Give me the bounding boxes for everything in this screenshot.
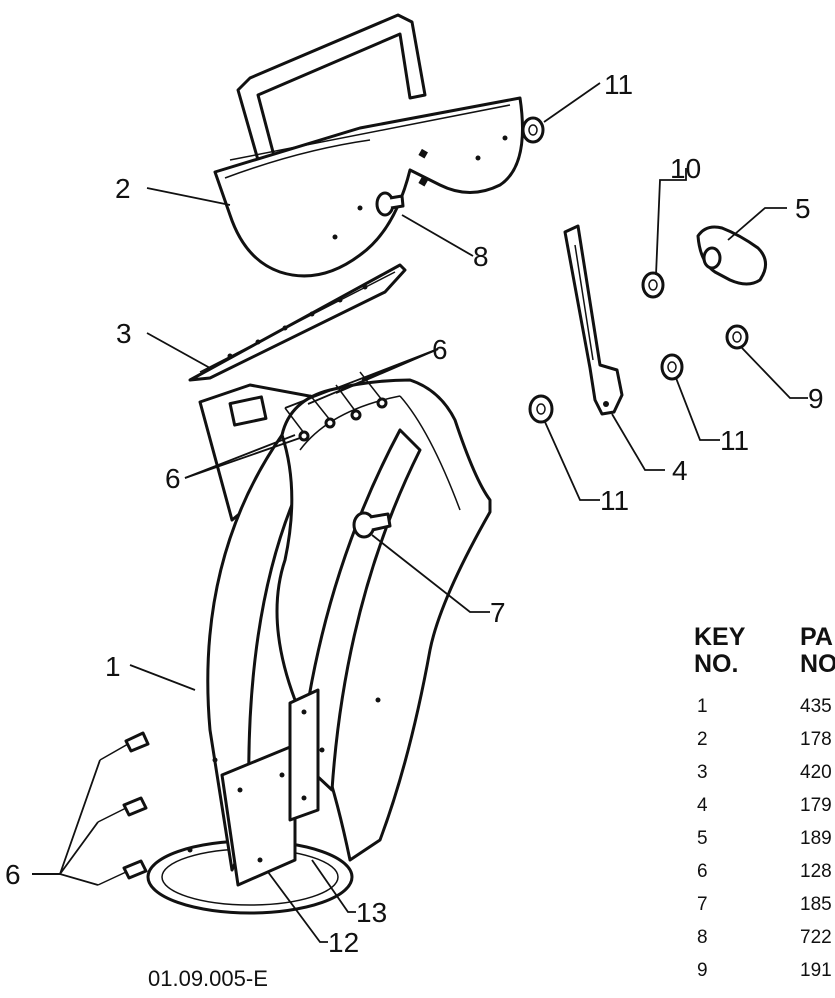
table-key-cell: 2 [697,729,708,750]
callout-11-right: 11 [720,425,749,456]
table-key-cell: 7 [697,894,708,915]
chute-bolt-part [352,511,392,539]
callout-6-top: 6 [432,334,448,365]
callout-11-top: 11 [604,69,633,100]
table-key-cell: 9 [697,960,708,981]
callout-13: 13 [356,897,387,928]
bracket-part [563,224,624,416]
table-part-cell: 185 [800,894,832,915]
table-part-cell: 178 [800,729,832,750]
table-header-key-line2: NO. [694,650,738,678]
table-key-cell: 3 [697,762,708,783]
table-key-cell: 8 [697,927,708,948]
callout-8: 8 [473,241,489,272]
table-header-key-line1: KEY [694,623,746,651]
deflector-blade-part [188,263,407,382]
callout-7: 7 [490,597,506,628]
table-part-cell: 420 [800,762,832,783]
deflector-part [213,13,524,278]
callout-6-mid: 6 [165,463,181,494]
table-header-part-line1: PA [800,623,833,651]
callout-3: 3 [116,318,132,349]
callout-10: 10 [670,153,701,184]
discharge-chute-part [146,378,492,915]
callout-4: 4 [672,455,688,486]
table-part-cell: 435 [800,696,832,717]
leader-lines [32,82,808,943]
table-part-cell: 722 [800,927,832,948]
callout-2: 2 [115,173,131,204]
figure-id: 01.09.005-E [148,966,268,991]
table-key-cell: 1 [697,696,708,717]
carriage-bolt-part [375,191,405,217]
rivets-left [97,731,150,886]
rivets-top [284,371,388,442]
callout-11-bottom: 11 [600,485,629,516]
callout-12: 12 [328,927,359,958]
callout-9: 9 [808,383,824,414]
parts-table: KEY NO. PA NO 1 435 2 178 3 420 4 179 5 … [694,623,835,981]
callout-6-left: 6 [5,859,21,890]
table-key-cell: 6 [697,861,708,882]
table-part-cell: 179 [800,795,832,816]
washers [521,116,749,424]
table-key-cell: 4 [697,795,708,816]
callout-1: 1 [105,651,121,682]
table-header-part-line2: NO [800,650,835,678]
table-key-cell: 5 [697,828,708,849]
callout-5: 5 [795,193,811,224]
table-part-cell: 128 [800,861,832,882]
callout-labels: 1 2 3 4 5 6 6 6 7 8 9 10 11 11 11 12 13 [5,69,824,958]
knob-part [696,225,767,286]
table-part-cell: 189 [800,828,832,849]
table-part-cell: 191 [800,960,832,981]
